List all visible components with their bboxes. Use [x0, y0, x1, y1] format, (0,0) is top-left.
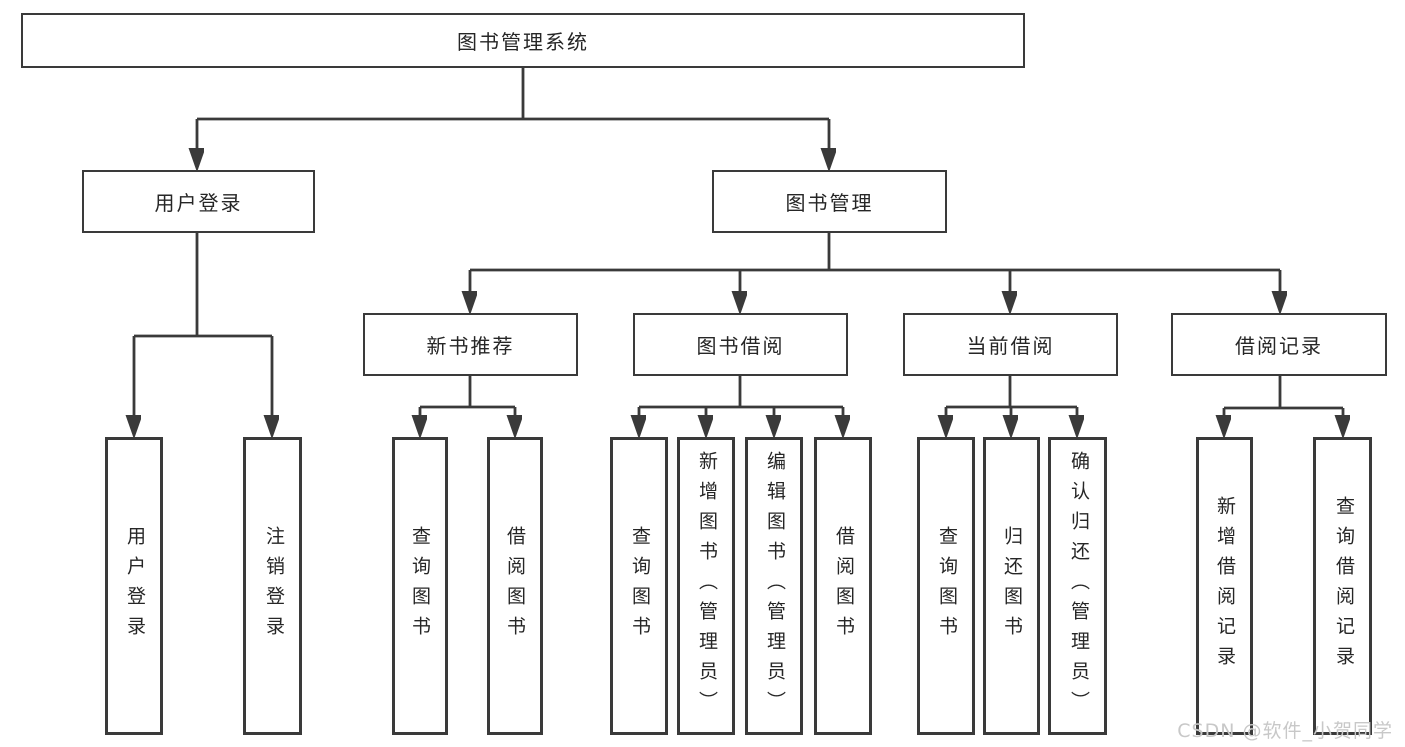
node-leaf-query-borrow-record: 查询借阅记录	[1313, 437, 1372, 735]
node-user-login: 用户登录	[82, 170, 315, 233]
node-leaf-query-books-3: 查询图书	[917, 437, 975, 735]
node-leaf-borrow-books-1: 借阅图书	[487, 437, 543, 735]
node-leaf-add-borrow-record: 新增借阅记录	[1196, 437, 1253, 735]
node-leaf-query-books-2: 查询图书	[610, 437, 668, 735]
node-current-borrowing: 当前借阅	[903, 313, 1118, 376]
node-leaf-confirm-return-admin: 确认归还（管理员）	[1048, 437, 1107, 735]
node-new-book-recommendation: 新书推荐	[363, 313, 578, 376]
node-leaf-logout: 注销登录	[243, 437, 302, 735]
node-book-management: 图书管理	[712, 170, 947, 233]
node-root: 图书管理系统	[21, 13, 1025, 68]
node-leaf-return-books: 归还图书	[983, 437, 1040, 735]
node-leaf-query-books-1: 查询图书	[392, 437, 448, 735]
node-leaf-borrow-books-2: 借阅图书	[814, 437, 872, 735]
node-book-borrowing: 图书借阅	[633, 313, 848, 376]
node-leaf-add-books-admin: 新增图书（管理员）	[677, 437, 735, 735]
node-leaf-edit-books-admin: 编辑图书（管理员）	[745, 437, 803, 735]
node-leaf-user-login: 用户登录	[105, 437, 163, 735]
node-borrowing-records: 借阅记录	[1171, 313, 1387, 376]
